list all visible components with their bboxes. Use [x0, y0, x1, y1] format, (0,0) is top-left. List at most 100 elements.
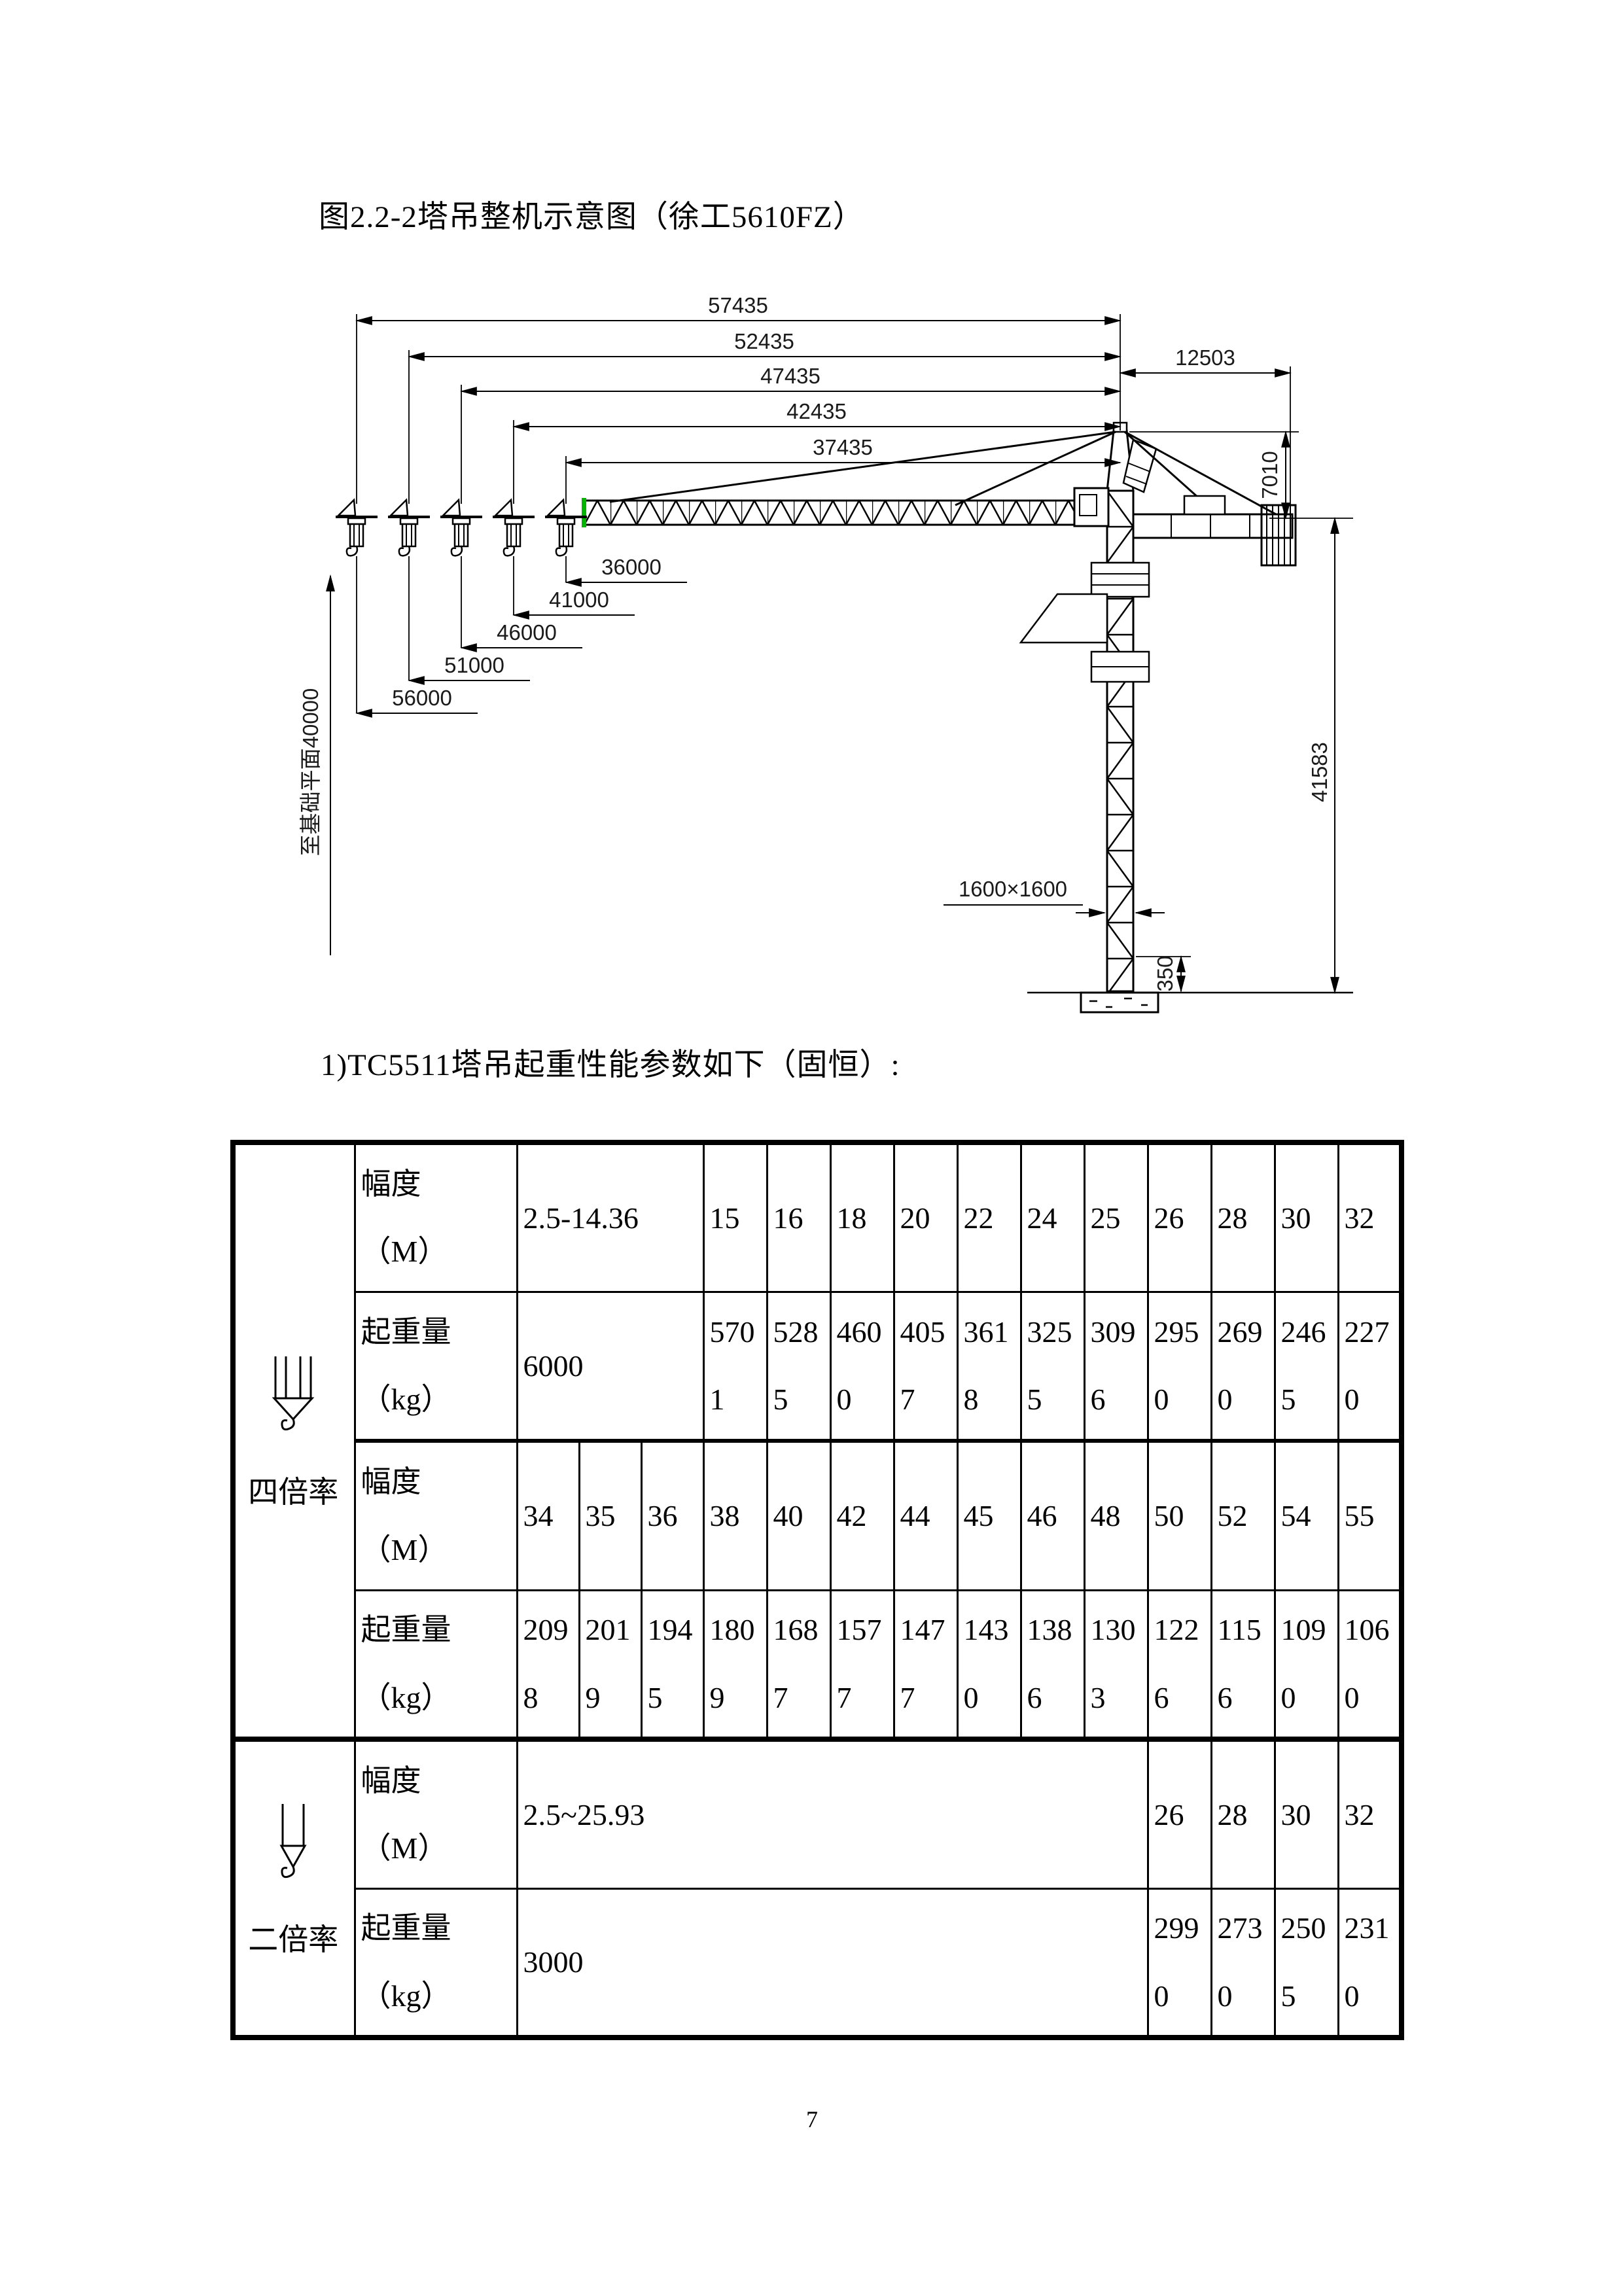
value-cell: 26	[1146, 1141, 1212, 1293]
trolley-symbol	[491, 499, 536, 557]
hoist-mechanism	[1183, 495, 1226, 516]
value-cell: 2690	[1210, 1290, 1276, 1442]
value-cell: 28	[1210, 1141, 1276, 1293]
group-cell-two-fall: 二倍率	[232, 1737, 356, 2039]
value-cell: 1945	[640, 1589, 705, 1740]
operator-cab	[1073, 487, 1110, 527]
jib-tip-marker	[582, 498, 586, 527]
dim-label-jib-length: 37435	[813, 435, 873, 459]
trolley-symbol	[334, 499, 379, 557]
value-cell: 3255	[1019, 1290, 1086, 1442]
value-cell: 15	[702, 1141, 768, 1293]
row-label: 起重量	[361, 1613, 451, 1647]
dim-label-mast-section: 1600×1600	[959, 877, 1067, 901]
row-label-cell: 起重量 （kg）	[353, 1589, 518, 1740]
value-cell: 1809	[702, 1589, 768, 1740]
value-cell: 2310	[1337, 1887, 1403, 2039]
two-fall-hook-icon	[279, 1804, 307, 1879]
counterweight	[1260, 504, 1297, 567]
value-cell: 50	[1146, 1439, 1212, 1591]
value-cell: 1687	[766, 1589, 832, 1740]
value-cell: 2465	[1273, 1290, 1339, 1442]
row-label: 起重量	[361, 1315, 451, 1349]
dim-label-counter-jib: 12503	[1175, 345, 1235, 370]
value-cell: 18	[829, 1141, 895, 1293]
value-cell: 34	[516, 1439, 580, 1591]
value-cell: 1386	[1019, 1589, 1086, 1740]
climbing-frame	[1019, 561, 1150, 683]
value-cell: 3096	[1083, 1290, 1149, 1442]
value-cell: 2019	[578, 1589, 643, 1740]
value-cell: 32	[1337, 1737, 1403, 1890]
value-cell: 6000	[516, 1290, 705, 1442]
value-cell: 2990	[1146, 1887, 1212, 2039]
value-cell: 26	[1146, 1737, 1212, 1890]
value-cell: 36	[640, 1439, 705, 1591]
value-cell: 30	[1273, 1737, 1339, 1890]
datum-note-label: 至基础平面40000	[298, 688, 323, 857]
row-label: 幅度	[361, 1465, 421, 1499]
load-chart-table: 四倍率 幅度 （M） 2.5-14.36 15 16 18 20 22 24 2…	[230, 1140, 1405, 2040]
value-cell: 1090	[1273, 1589, 1339, 1740]
dim-label-jib-length: 52435	[734, 329, 794, 353]
row-unit: （M）	[361, 1532, 448, 1566]
row-unit: （kg）	[361, 1680, 451, 1714]
value-cell: 22	[956, 1141, 1022, 1293]
row-label-cell: 幅度 （M）	[353, 1737, 518, 1890]
trolley-symbol	[439, 499, 484, 557]
value-cell: 2730	[1210, 1887, 1276, 2039]
dim-label-hook-height: 41000	[549, 588, 609, 612]
value-cell: 1303	[1083, 1589, 1149, 1740]
figure-title: 图2.2-2塔吊整机示意图（徐工5610FZ）	[319, 200, 864, 234]
value-cell: 2098	[516, 1589, 580, 1740]
value-cell: 5701	[702, 1290, 768, 1442]
value-cell: 2950	[1146, 1290, 1212, 1442]
row-unit: （M）	[361, 1235, 448, 1269]
row-label: 幅度	[361, 1763, 421, 1797]
value-cell: 2270	[1337, 1290, 1403, 1442]
value-cell: 55	[1337, 1439, 1403, 1591]
dim-label-hook-height: 36000	[601, 555, 662, 579]
dim-label-jib-length: 42435	[786, 399, 847, 423]
group-cell-four-fall: 四倍率	[232, 1141, 356, 1740]
dim-label-hook-height: 56000	[392, 686, 452, 710]
dim-label-hook-height: 46000	[497, 620, 557, 645]
row-label: 幅度	[361, 1167, 421, 1201]
four-fall-hook-icon	[272, 1356, 315, 1431]
counter-jib	[1132, 495, 1297, 567]
value-cell: 1226	[1146, 1589, 1212, 1740]
group-label: 四倍率	[248, 1475, 339, 1510]
dim-label-jib-length: 47435	[760, 364, 821, 388]
value-cell: 45	[956, 1439, 1022, 1591]
value-cell: 42	[829, 1439, 895, 1591]
value-cell: 2.5-14.36	[516, 1141, 705, 1293]
value-cell: 1477	[892, 1589, 959, 1740]
value-cell: 1430	[956, 1589, 1022, 1740]
value-cell: 3000	[516, 1887, 1149, 2039]
value-cell: 46	[1019, 1439, 1086, 1591]
trolley-symbol	[544, 499, 588, 557]
trolley-symbol	[387, 499, 431, 557]
value-cell: 35	[578, 1439, 643, 1591]
value-cell: 38	[702, 1439, 768, 1591]
value-cell: 1156	[1210, 1589, 1276, 1740]
row-unit: （M）	[361, 1831, 448, 1865]
dimension-lines	[326, 316, 1339, 995]
value-cell: 52	[1210, 1439, 1276, 1591]
value-cell: 2.5~25.93	[516, 1737, 1149, 1890]
value-cell: 3618	[956, 1290, 1022, 1442]
row-label-cell: 起重量 （kg）	[353, 1290, 518, 1442]
value-cell: 24	[1019, 1141, 1086, 1293]
value-cell: 4600	[829, 1290, 895, 1442]
dim-label-foundation-offset: 350	[1153, 955, 1177, 991]
value-cell: 28	[1210, 1737, 1276, 1890]
jib	[582, 498, 1108, 527]
value-cell: 4057	[892, 1290, 959, 1442]
row-label-cell: 起重量 （kg）	[353, 1887, 518, 2039]
dim-label-hook-height: 51000	[444, 653, 504, 677]
group-label: 二倍率	[248, 1923, 339, 1957]
value-cell: 20	[892, 1141, 959, 1293]
value-cell: 2505	[1273, 1887, 1339, 2039]
dim-label-tower-height: 41583	[1307, 742, 1332, 802]
